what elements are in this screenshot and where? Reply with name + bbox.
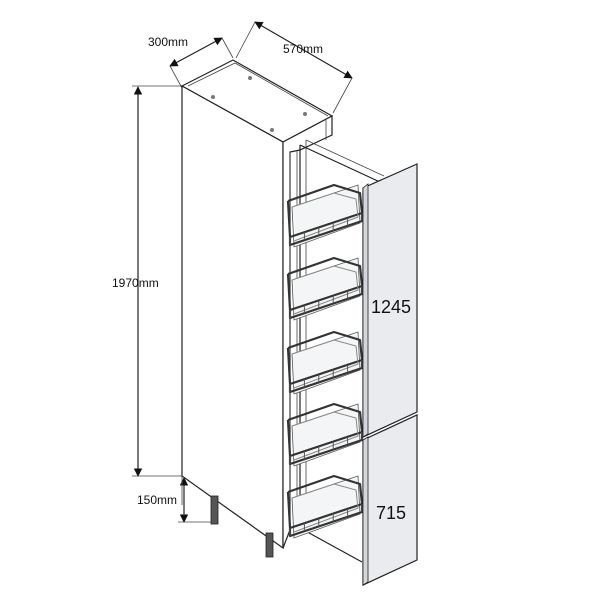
- wire-basket: [286, 474, 364, 539]
- wire-basket: [286, 256, 364, 321]
- dimension-plinth: 150mm: [137, 477, 215, 523]
- wire-basket: [286, 402, 364, 467]
- lower-panel-label: 715: [376, 503, 406, 523]
- dimension-height: 1970mm: [112, 85, 185, 477]
- door-upper-panel: 1245: [362, 163, 418, 438]
- width-label: 570mm: [283, 42, 323, 56]
- depth-label: 300mm: [148, 35, 188, 49]
- dimension-depth: 300mm: [148, 35, 234, 89]
- dimension-width: 570mm: [235, 21, 353, 114]
- basket-stack: [286, 183, 364, 539]
- plinth-label: 150mm: [137, 493, 177, 507]
- height-label: 1970mm: [112, 276, 159, 290]
- wire-basket: [286, 183, 364, 248]
- door-lower-panel: 715: [362, 414, 418, 586]
- wire-basket: [286, 330, 364, 395]
- cabinet-legs: [181, 476, 274, 558]
- upper-panel-label: 1245: [371, 297, 411, 317]
